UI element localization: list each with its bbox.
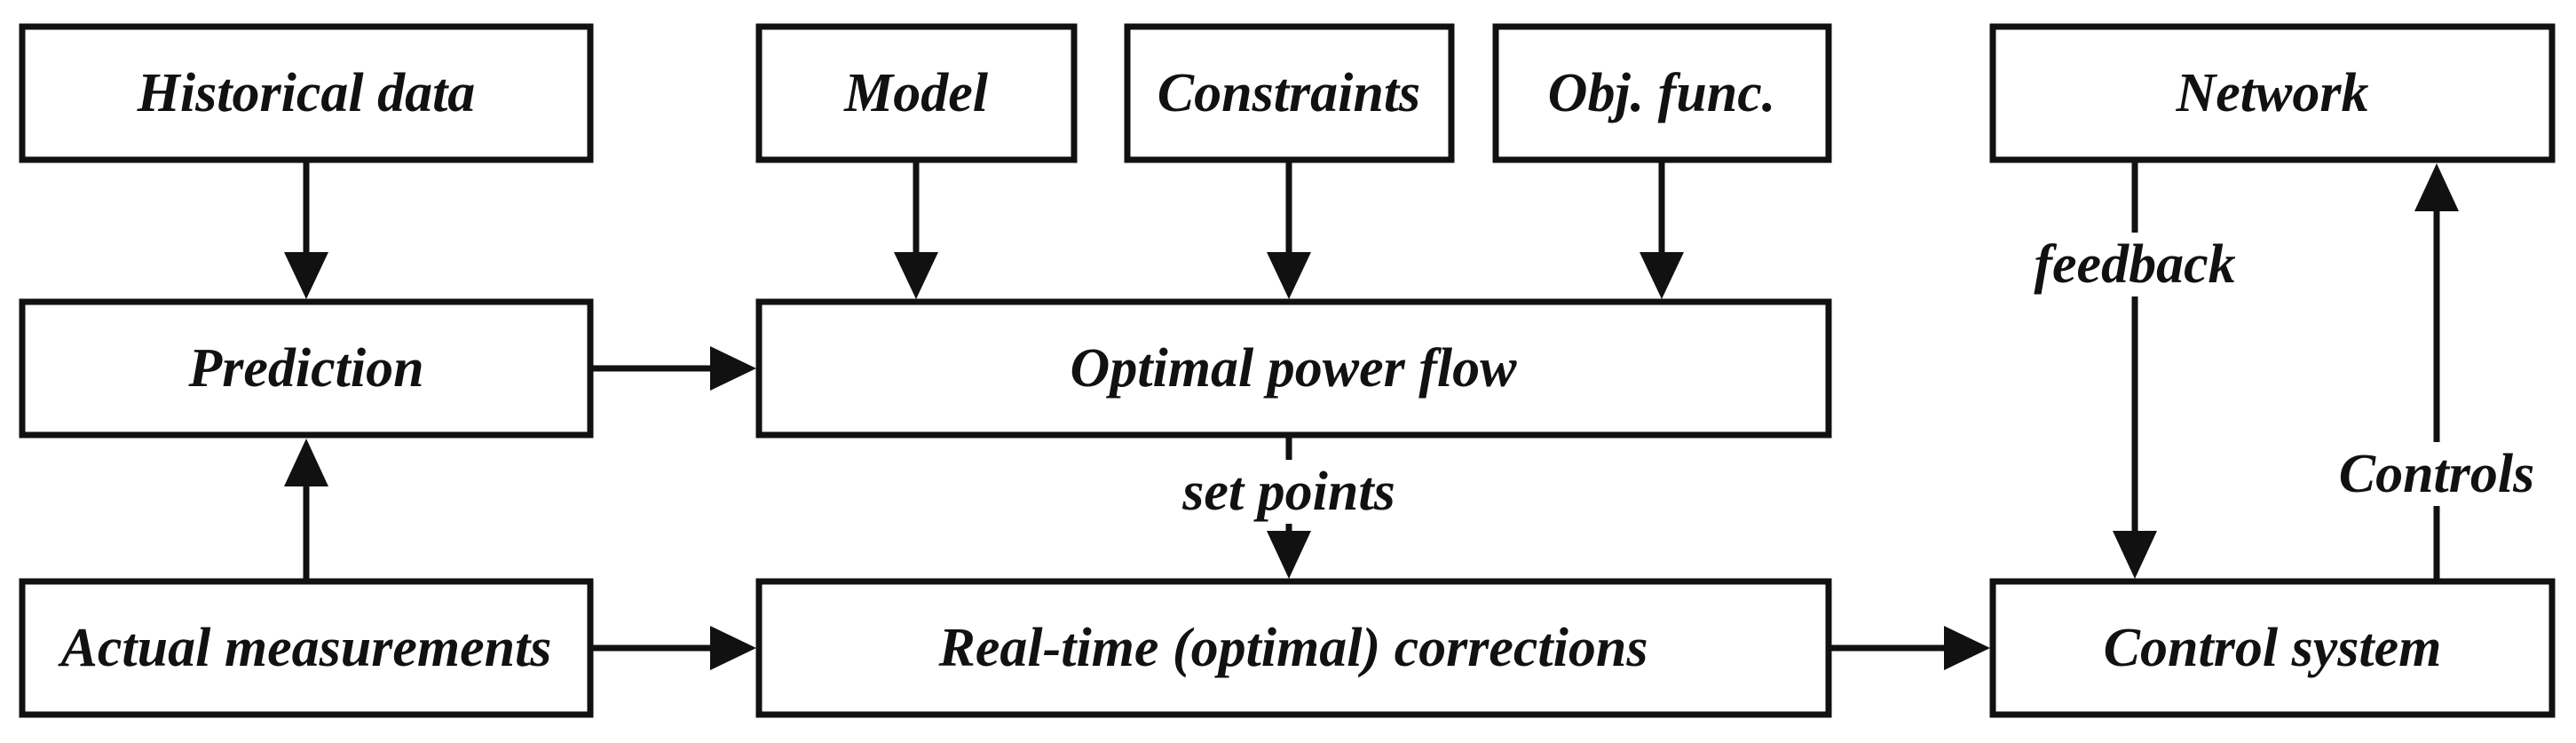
- arrow-prediction-to-opf: [590, 346, 756, 391]
- prediction-box: Prediction: [19, 298, 594, 439]
- arrow-network-to-control-feedback: [2113, 160, 2157, 579]
- arrow-model-to-opf: [894, 160, 938, 299]
- set-points-label-bg: [1165, 460, 1413, 524]
- arrow-objfunc-to-opf: [1640, 160, 1684, 299]
- controls-label: Controls: [2339, 444, 2535, 504]
- set-points-label: set points: [1181, 462, 1395, 522]
- network-box: Network: [1989, 23, 2556, 163]
- arrow-control-to-network: [2414, 163, 2459, 581]
- control-system-box: Control system: [1989, 578, 2556, 718]
- arrow-measurements-to-corrections: [590, 626, 756, 670]
- arrow-corrections-to-control: [1829, 626, 1990, 670]
- model-label: Model: [843, 63, 989, 123]
- obj-func-box: Obj. func.: [1492, 23, 1832, 163]
- controls-label-bg: [2327, 442, 2546, 506]
- actual-measurements-label: Actual measurements: [58, 618, 552, 678]
- control-system-label: Control system: [2104, 618, 2442, 678]
- network-label: Network: [2176, 63, 2369, 123]
- historical-data-label: Historical data: [137, 63, 476, 123]
- prediction-label: Prediction: [187, 338, 423, 399]
- actual-measurements-box: Actual measurements: [19, 578, 594, 718]
- real-time-corrections-label: Real-time (optimal) corrections: [937, 618, 1648, 678]
- arrow-constraints-to-opf: [1267, 160, 1311, 299]
- obj-func-label: Obj. func.: [1548, 63, 1776, 123]
- arrow-historical-to-prediction: [284, 160, 328, 299]
- constraints-box: Constraints: [1124, 23, 1455, 163]
- real-time-corrections-box: Real-time (optimal) corrections: [755, 578, 1832, 718]
- model-box: Model: [755, 23, 1078, 163]
- feedback-label-bg: [2017, 233, 2253, 296]
- arrow-measurements-to-prediction: [284, 439, 328, 581]
- constraints-label: Constraints: [1158, 63, 1420, 123]
- optimal-power-flow-label: Optimal power flow: [1071, 338, 1518, 399]
- optimal-power-flow-box: Optimal power flow: [755, 298, 1832, 439]
- feedback-label: feedback: [2034, 234, 2235, 295]
- historical-data-box: Historical data: [19, 23, 594, 163]
